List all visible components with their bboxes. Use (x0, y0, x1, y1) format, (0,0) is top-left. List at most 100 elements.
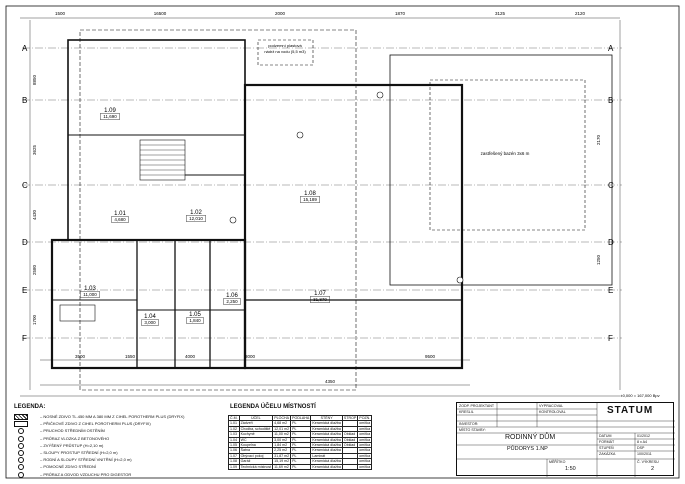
table-cell: omítka (357, 452, 373, 460)
dimension-label-1: 16500 (154, 11, 167, 16)
axis-letter-F-left: F (22, 334, 27, 343)
legend-text: – SLOUPY PROSTUP STŘEDNÍ (H=2,0 m) (40, 450, 118, 455)
tb-investor-label: INVESTOR: (459, 422, 479, 426)
tb-project: RODINNÝ DŮM (505, 434, 556, 441)
tb-info-val-2: DSP (637, 446, 645, 450)
table-cell: 15,19 m2 (272, 458, 292, 465)
tb-row-2: KRESLIL (459, 410, 474, 414)
room-area-1.04: 3,000 (144, 320, 156, 325)
table-cell: 11,00 m2 (272, 431, 292, 438)
room-area-1.01: 4,680 (114, 217, 126, 222)
axis-letter-E-right: E (608, 286, 613, 295)
dimension-label-5: 2120 (575, 11, 586, 16)
table-cell: omítka (357, 441, 373, 449)
legend-symbol (18, 450, 24, 456)
dimension-label-6: 3500 (75, 354, 86, 359)
tb-row-1: VYPRACOVAL (539, 404, 564, 408)
table-cell (341, 463, 359, 471)
axis-letter-C-right: C (608, 181, 614, 190)
room-area-box-1.06 (223, 298, 241, 305)
legend-text: – PŘIČKOVÉ ZDIVO Z CIHEL POROTHERM PLUS … (40, 421, 151, 427)
axis-letter-E-left: E (22, 286, 27, 295)
room-label-1.06: 1.06 (226, 293, 238, 299)
legend-title: LEGENDA: (14, 404, 46, 410)
tb-info-label-1: FORMÁT (599, 440, 615, 444)
legend-text: – ZVÝŠENÝ PRŮSTUP (H=2,10 m) (40, 442, 104, 448)
dimension-label-4: 3125 (495, 11, 506, 16)
table-cell: Keramická dlažba (310, 425, 343, 433)
room-area-1.02: 12,010 (189, 216, 203, 221)
axis-letter-B-right: B (608, 96, 613, 105)
tb-scale-label: MĚŘÍTKO (549, 460, 566, 464)
dimension-label-side-1: 3625 (32, 144, 37, 155)
dimension-label-side-4: 1700 (32, 314, 37, 325)
room-label-1.01: 1.01 (114, 211, 126, 217)
dimension-label-0: 1500 (55, 11, 66, 16)
legend-text: – NOSNÉ ZDIVO TL.450 MM A 380 MM Z CIHEL… (40, 414, 185, 419)
legend-symbol (18, 435, 24, 442)
dimension-label-9: 8000 (245, 354, 256, 359)
room-label-1.02: 1.02 (190, 210, 202, 216)
room-area-box-1.08 (300, 196, 321, 203)
legend-text: – PRŮRAZ A ODVOD VZDUCHU PRO DIGESTOR (40, 471, 132, 477)
table-cell: Keramická dlažba (310, 420, 343, 427)
legend-text: – RODNÍ A SLOUPY STŘEDNÍ VNITŘNÍ (H=2,0 … (40, 457, 132, 463)
table-cell: PL (290, 463, 312, 471)
title-block: ZODP. PROJEKTANT VYPRACOVAL KRESLIL KONT… (456, 402, 675, 477)
table-cell: Keramická dlažba (310, 458, 343, 465)
dimension-label-side-2: 4430 (32, 209, 37, 220)
tb-place-label: MÍSTO STAVBY: (459, 428, 486, 432)
tb-row-3: KONTROLOVAL (539, 410, 566, 414)
legend-item: – SLOUPY PROSTUP STŘEDNÍ (H=2,0 m) (14, 450, 214, 458)
tb-drawing-no: 2 (651, 466, 655, 472)
cellar-note-2: nádrž na vodu (5,5 m3) (264, 49, 306, 54)
tb-info-label-2: STUPEŇ (599, 446, 614, 450)
room-area-box-1.07 (310, 296, 331, 303)
table-cell: Keramická dlažba (310, 436, 343, 444)
axis-letter-C-left: C (22, 181, 28, 190)
dimension-label-side-5: 2170 (596, 134, 601, 145)
room-area-box-1.04 (141, 319, 159, 326)
tb-scale: 1:50 (565, 466, 576, 472)
axis-letter-F-right: F (608, 334, 613, 343)
rooms-header-cell: Č.M. (228, 414, 240, 422)
legend-item: – PRŮRAZ A ODVOD VZDUCHU PRO DIGESTOR (14, 471, 214, 480)
legend-text: – POMOCNÉ ZDIVO STŘEDNÍ (40, 464, 97, 470)
rooms-header-cell: POZN. (357, 414, 373, 422)
room-label-1.09: 1.09 (104, 108, 116, 114)
room-label-1.08: 1.08 (304, 191, 316, 197)
table-cell: Keramická dlažba (310, 463, 343, 471)
room-area-1.09: 11,690 (103, 114, 117, 119)
legend-symbol (18, 471, 24, 478)
table-cell: Obklad (341, 441, 359, 449)
rooms-header-cell: PLOCHA (272, 414, 292, 422)
room-area-box-1.02 (185, 215, 206, 222)
cellar-note-1: podzemní plastová (268, 43, 302, 48)
legend-item: – PRŮRAZ VLOZKA Z BETONOVÉHO (14, 435, 214, 444)
legend-symbol (14, 421, 28, 428)
section-marker-2 (376, 91, 384, 99)
tb-row-0: ZODP. PROJEKTANT (459, 404, 495, 408)
table-cell: omítka (357, 431, 373, 438)
dimension-label-side-3: 2580 (32, 264, 37, 275)
table-cell: Chodba, schodiště (238, 425, 274, 433)
room-area-1.08: 15,189 (303, 197, 317, 202)
legend-item: – PŘIČKOVÉ ZDIVO Z CIHEL POROTHERM PLUS … (14, 421, 214, 429)
table-cell: omítka (357, 447, 373, 454)
rooms-header-cell: STROP (341, 414, 359, 422)
section-marker-1 (296, 131, 304, 139)
tb-info-val-1: 8 x A4 (637, 440, 647, 444)
table-cell: 1.09 (228, 463, 240, 471)
table-cell: Obklad (341, 436, 359, 444)
table-cell: omítka (357, 425, 373, 433)
title-block-grid (457, 403, 675, 477)
legend-item: – NOSNÉ ZDIVO TL.450 MM A 380 MM Z CIHEL… (14, 414, 214, 422)
table-cell: omítka (357, 463, 373, 471)
table-cell: omítka (357, 458, 373, 465)
table-cell: Obklad (341, 431, 359, 438)
dimension-label-2: 2000 (275, 11, 286, 16)
